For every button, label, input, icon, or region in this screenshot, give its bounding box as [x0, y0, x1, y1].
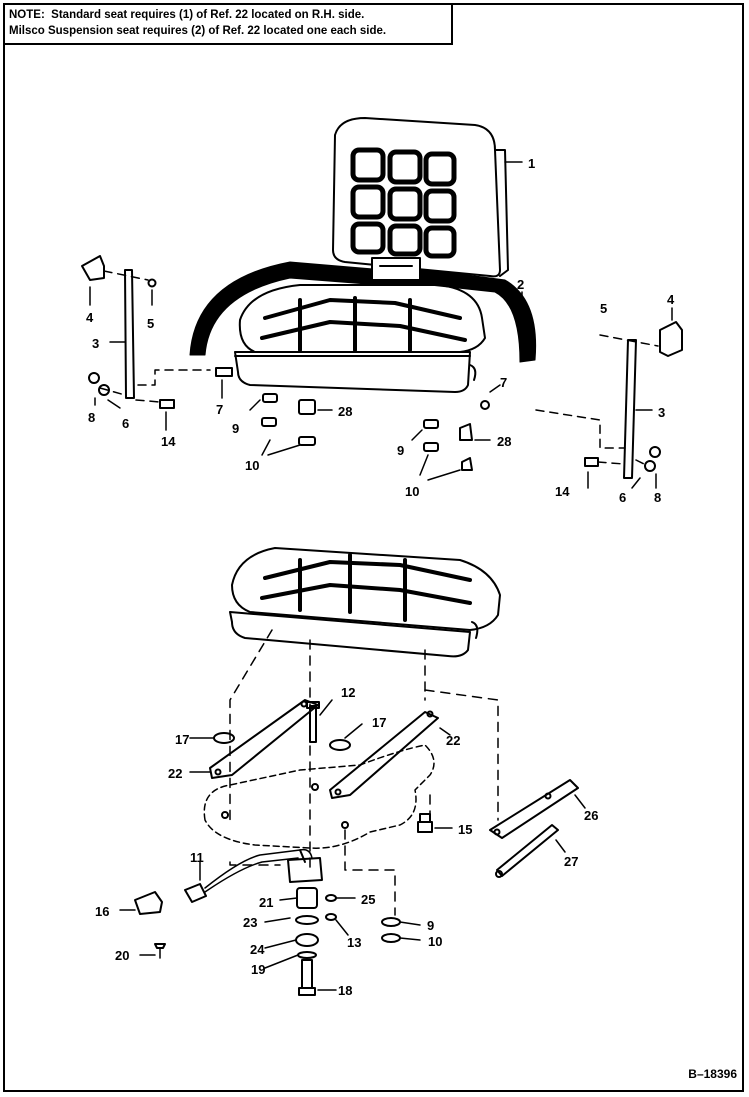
note-label: NOTE:	[9, 9, 45, 21]
callout-4-left: 4	[86, 310, 94, 325]
callout-7-right: 7	[500, 375, 507, 390]
callout-1: 1	[528, 156, 535, 171]
bolt-and-washers	[213, 701, 433, 833]
callout-22-left: 22	[168, 766, 182, 781]
callout-16: 16	[95, 904, 109, 919]
seat-back	[332, 117, 509, 278]
figure-number: B–18396	[688, 1067, 737, 1081]
callout-17-left: 17	[175, 732, 189, 747]
callout-7-left: 7	[216, 402, 223, 417]
callout-8-left: 8	[88, 410, 95, 425]
support-brackets	[489, 779, 579, 878]
callout-26: 26	[584, 808, 598, 823]
callout-19: 19	[251, 962, 265, 977]
callout-6-left: 6	[122, 416, 129, 431]
callout-28-left: 28	[338, 404, 352, 419]
callout-18: 18	[338, 983, 352, 998]
left-bracket-hardware	[81, 255, 233, 431]
callout-17-right: 17	[372, 715, 386, 730]
callout-23: 23	[243, 915, 257, 930]
callout-3-left: 3	[92, 336, 99, 351]
callout-15: 15	[458, 822, 472, 837]
callout-9-right: 9	[397, 443, 404, 458]
note-box: NOTE: Standard seat requires (1) of Ref.…	[3, 3, 453, 45]
page-border	[3, 3, 744, 1092]
callout-28-right: 28	[497, 434, 511, 449]
seat-switch-assembly	[134, 848, 323, 959]
projection-lines	[229, 629, 499, 916]
callout-20: 20	[115, 948, 129, 963]
callout-11: 11	[190, 850, 204, 865]
mounting-plate	[203, 744, 435, 849]
callout-4-right: 4	[667, 292, 675, 307]
callout-22-right: 22	[446, 733, 460, 748]
callout-14-right: 14	[555, 484, 570, 499]
callout-6-right: 6	[619, 490, 626, 505]
note-line-1: Standard seat requires (1) of Ref. 22 lo…	[51, 9, 365, 21]
cushion-hardware	[249, 393, 491, 481]
leader-lines	[94, 161, 657, 991]
callout-5-right: 5	[600, 301, 607, 316]
callout-21: 21	[259, 895, 273, 910]
callout-5-left: 5	[147, 316, 154, 331]
callout-2: 2	[517, 277, 524, 292]
note-line-2: Milsco Suspension seat requires (2) of R…	[9, 25, 387, 37]
callout-10-right: 10	[405, 484, 419, 499]
callout-10-bottom: 10	[428, 934, 442, 949]
callout-9-bottom: 9	[427, 918, 434, 933]
seat-cushion-lower	[229, 547, 501, 658]
callout-14-left: 14	[161, 434, 176, 449]
seat-cushion-upper	[234, 284, 486, 393]
callout-3-right: 3	[658, 405, 665, 420]
callout-8-right: 8	[654, 490, 661, 505]
callout-9-left: 9	[232, 421, 239, 436]
callout-27: 27	[564, 854, 578, 869]
right-bracket-hardware	[480, 307, 683, 489]
callout-25: 25	[361, 892, 375, 907]
callout-10-left: 10	[245, 458, 259, 473]
slide-rails	[209, 699, 439, 799]
callout-12: 12	[341, 685, 355, 700]
callout-24: 24	[250, 942, 265, 957]
callout-13: 13	[347, 935, 361, 950]
seat-belt	[189, 257, 537, 363]
